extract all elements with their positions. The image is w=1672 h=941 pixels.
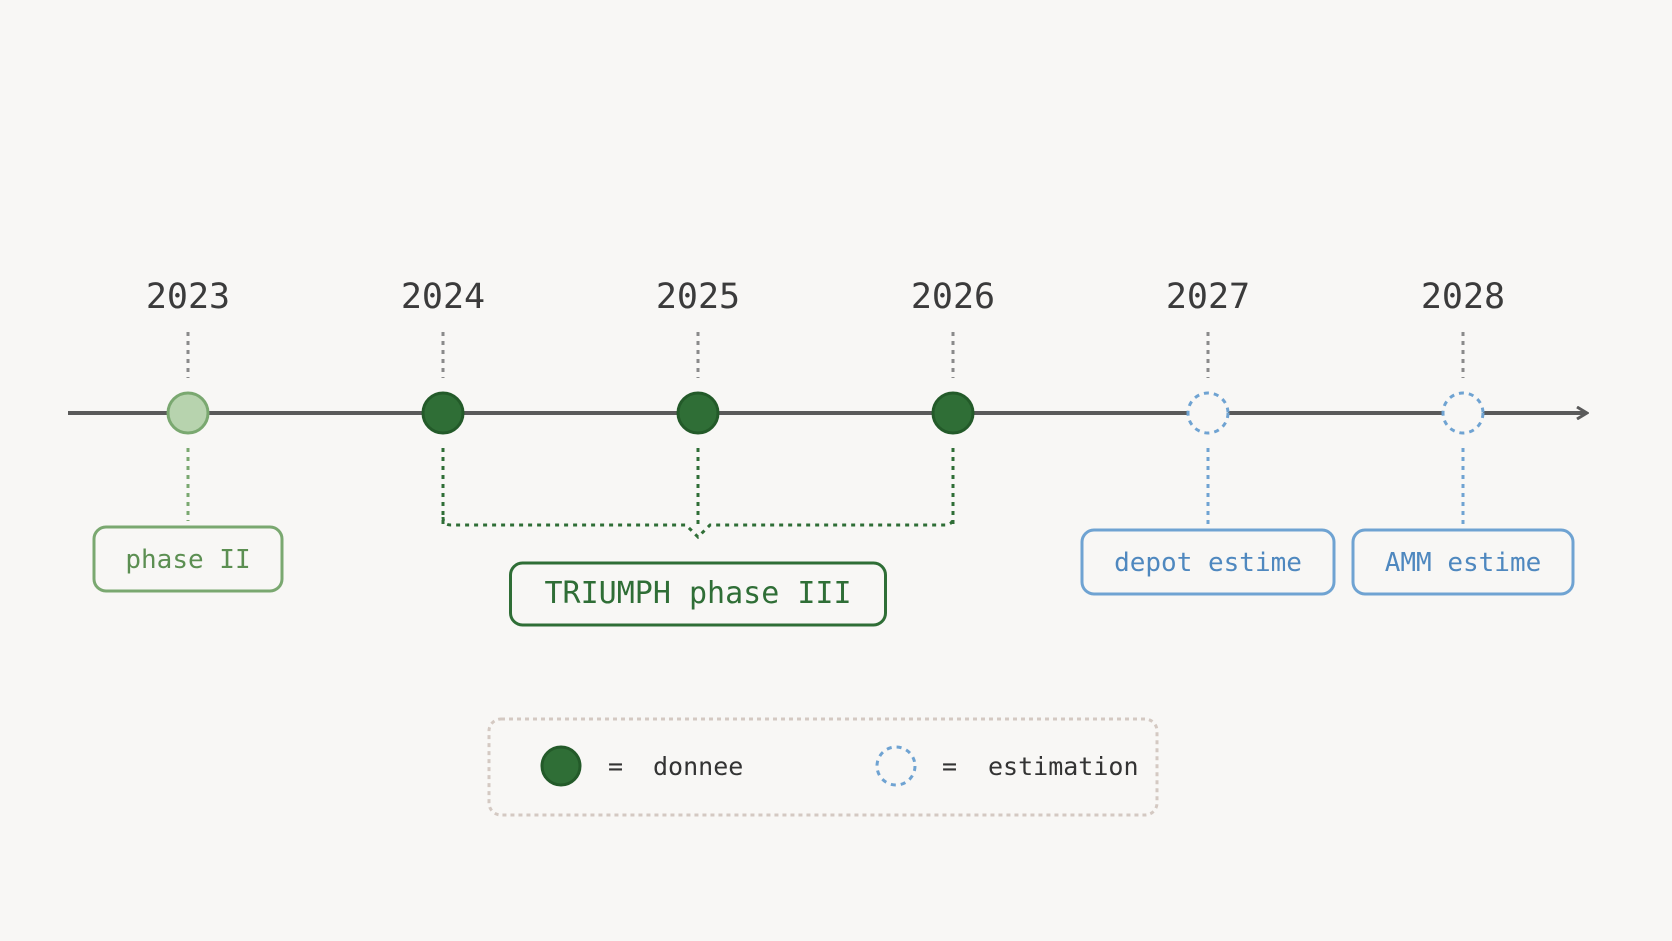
year-label-2027: 2027 bbox=[1166, 277, 1250, 317]
legend-equals-data: = bbox=[608, 752, 623, 781]
marker-data-2024 bbox=[421, 391, 465, 435]
legend-frame bbox=[487, 717, 1159, 817]
phase-boxes: phase II TRIUMPH phase III depot estime AMM… bbox=[92, 525, 1575, 627]
filled-circle-icon bbox=[540, 745, 582, 787]
box-triumph-phase-iii-label: TRIUMPH phase III bbox=[544, 576, 851, 611]
marker-data-light-2023 bbox=[166, 391, 210, 435]
box-triumph-phase-iii bbox=[509, 561, 887, 627]
year-labels: 2023 2024 2025 2026 2027 2028 bbox=[146, 277, 1505, 317]
box-phase-ii bbox=[92, 525, 284, 593]
legend: = donnee = estimation bbox=[487, 717, 1159, 817]
year-label-2026: 2026 bbox=[911, 277, 995, 317]
box-amm-estime bbox=[1351, 528, 1575, 596]
marker-data-2026 bbox=[931, 391, 975, 435]
year-ticks bbox=[186, 332, 1465, 378]
box-phase-ii-label: phase II bbox=[125, 545, 250, 575]
box-depot-estime-label: depot estime bbox=[1114, 548, 1302, 578]
year-label-2028: 2028 bbox=[1421, 277, 1505, 317]
marker-data-2025 bbox=[676, 391, 720, 435]
marker-estimate-2027 bbox=[1186, 391, 1230, 435]
legend-label-data: donnee bbox=[653, 752, 743, 781]
box-amm-estime-label: AMM estime bbox=[1385, 548, 1542, 578]
year-label-2025: 2025 bbox=[656, 277, 740, 317]
box-depot-estime bbox=[1080, 528, 1336, 596]
marker-estimate-2028 bbox=[1441, 391, 1485, 435]
legend-equals-estimate: = bbox=[942, 752, 957, 781]
year-label-2024: 2024 bbox=[401, 277, 485, 317]
legend-label-estimate: estimation bbox=[988, 752, 1139, 781]
year-markers bbox=[166, 391, 1485, 435]
connectors bbox=[186, 448, 1465, 540]
bracket-box-triumph-phase-iii bbox=[441, 516, 955, 540]
year-label-2023: 2023 bbox=[146, 277, 230, 317]
dashed-circle-icon bbox=[875, 745, 917, 787]
